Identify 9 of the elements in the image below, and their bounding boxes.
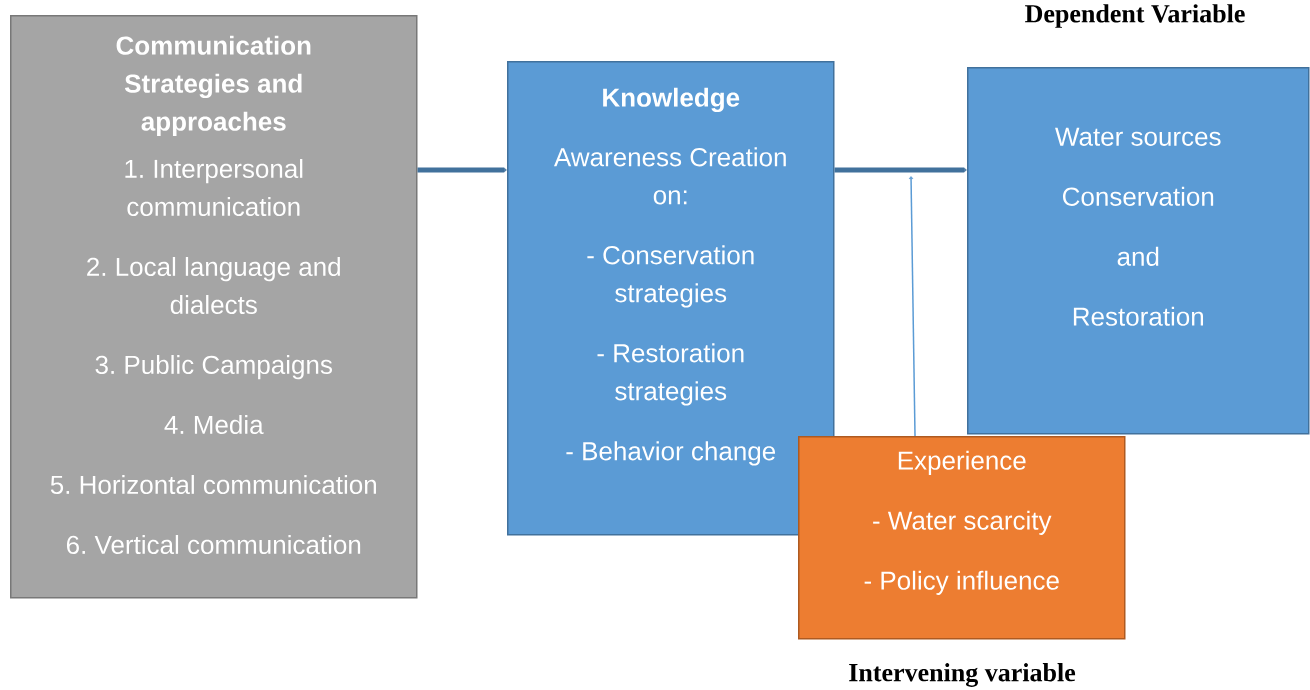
text-box: Communication Strategies and approaches 1. Interpersonal communication 2. Local language and dialects 3. Public Campaigns 4. Media 5. Horizontal communication 6. Vertical communication xyxy=(10,15,418,599)
variable-label: Dependent Variable xyxy=(1025,4,1245,28)
arrow xyxy=(417,167,507,173)
variable-label: Intervening variable xyxy=(849,663,1076,687)
arrow xyxy=(908,176,916,437)
text-box: Water sources Conservation and Restoration xyxy=(967,67,1310,435)
text-box: Experience - Water scarcity - Policy influence xyxy=(798,436,1126,640)
arrow xyxy=(834,167,967,173)
text-box: Knowledge Awareness Creation on: - Conservation strategies - Restoration strategies - Behavior change xyxy=(507,61,835,536)
